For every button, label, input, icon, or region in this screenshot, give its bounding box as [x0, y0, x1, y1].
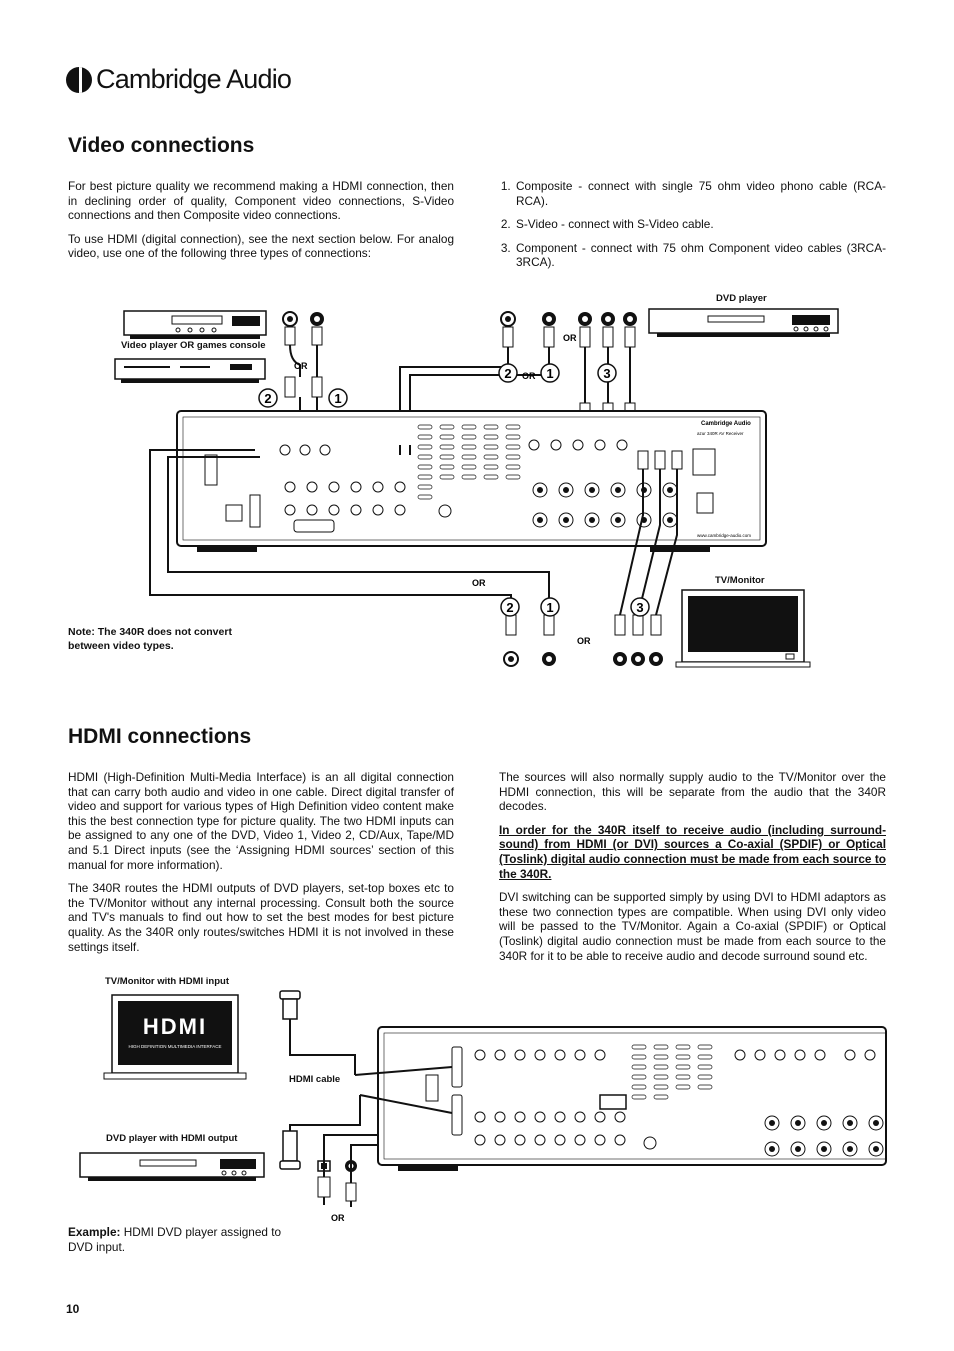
video-note: Note: The 340R does not convert between … [68, 626, 232, 653]
hdmi-logo-text: HDMI [143, 1014, 207, 1039]
badge-1: 1 [546, 600, 553, 615]
badge-3: 3 [636, 600, 643, 615]
video-intro-p1: For best picture quality we recommend ma… [68, 179, 454, 223]
example-text: HDMI DVD player assigned to DVD input. [68, 1225, 282, 1254]
dvd-player-device [648, 308, 839, 337]
or-label: OR [472, 578, 486, 588]
video-player-device [123, 310, 267, 339]
video-type-list: Composite - connect with single 75 ohm v… [499, 179, 886, 279]
tv-monitor-device [675, 589, 811, 668]
video-player-label: Video player OR games console [121, 340, 266, 351]
hdmi-right-p2: In order for the 340R itself to receive … [499, 822, 886, 881]
brand-logo: Cambridge Audio [66, 64, 292, 95]
dvd-hdmi-device [79, 1152, 265, 1181]
badge-1: 1 [334, 391, 341, 406]
or-label: OR [294, 361, 308, 371]
hdmi-left-column: HDMI (High-Definition Multi-Media Interf… [68, 770, 454, 954]
tv-monitor-label: TV/Monitor [715, 575, 765, 586]
badge-1: 1 [546, 366, 553, 381]
receiver-brand: Cambridge Audio [701, 421, 751, 427]
dvd-hdmi-label: DVD player with HDMI output [106, 1133, 238, 1144]
hdmi-right-column: The sources will also normally supply au… [499, 770, 886, 963]
hdmi-connections-diagram: HDMI HIGH DEFINITION MULTIMEDIA INTERFAC… [79, 990, 887, 1223]
list-item: Component - connect with 75 ohm Componen… [514, 241, 886, 270]
badge-3: 3 [603, 366, 610, 381]
receiver-back-panel-partial [354, 1026, 887, 1171]
number-badges: 2 1 2 1 3 2 1 3 [258, 363, 650, 617]
receiver-model: azur 340R AV Receiver [697, 431, 744, 436]
hdmi-section-title: HDMI connections [68, 725, 252, 748]
tv-hdmi-device: HDMI HIGH DEFINITION MULTIMEDIA INTERFAC… [103, 994, 247, 1080]
games-console-device [114, 358, 266, 383]
brand-mark-icon [66, 66, 92, 93]
page-number: 10 [66, 1302, 80, 1316]
hdmi-right-p3: DVI switching can be supported simply by… [499, 890, 886, 963]
video-section-title: Video connections [68, 134, 255, 157]
example-bold: Example: [68, 1225, 121, 1239]
video-intro: For best picture quality we recommend ma… [68, 179, 454, 261]
example-caption: Example: HDMI DVD player assigned to DVD… [68, 1225, 298, 1254]
video-player-plugs [282, 311, 324, 398]
hdmi-right-p1: The sources will also normally supply au… [499, 770, 886, 814]
brand-name: Cambridge Audio [96, 64, 292, 94]
receiver-back-panel: Cambridge Audio azur 340R AV Receiver ww… [176, 410, 767, 552]
hdmi-logo-subtext: HIGH DEFINITION MULTIMEDIA INTERFACE [129, 1044, 222, 1049]
badge-2: 2 [506, 600, 513, 615]
video-note-line2: between video types. [68, 639, 174, 652]
hdmi-left-p1: HDMI (High-Definition Multi-Media Interf… [68, 770, 454, 872]
hdmi-cable-label: HDMI cable [289, 1074, 341, 1085]
or-label: OR [577, 636, 591, 646]
or-label: OR [563, 333, 577, 343]
badge-2: 2 [264, 391, 271, 406]
video-note-line1: Note: The 340R does not convert [68, 626, 232, 638]
list-item: Composite - connect with single 75 ohm v… [514, 179, 886, 208]
receiver-url: www.cambridge-audio.com [697, 533, 751, 538]
dvd-player-label: DVD player [716, 293, 767, 304]
video-connections-diagram: Cambridge Audio azur 340R AV Receiver ww… [114, 308, 839, 668]
video-intro-p2: To use HDMI (digital connection), see th… [68, 231, 454, 261]
hdmi-cable [279, 990, 361, 1170]
hdmi-left-p2: The 340R routes the HDMI outputs of DVD … [68, 881, 454, 954]
list-item: S-Video - connect with S-Video cable. [514, 217, 886, 232]
or-label: OR [522, 371, 536, 381]
badge-2: 2 [504, 366, 511, 381]
tv-hdmi-label: TV/Monitor with HDMI input [105, 976, 230, 987]
or-label: OR [331, 1213, 345, 1223]
